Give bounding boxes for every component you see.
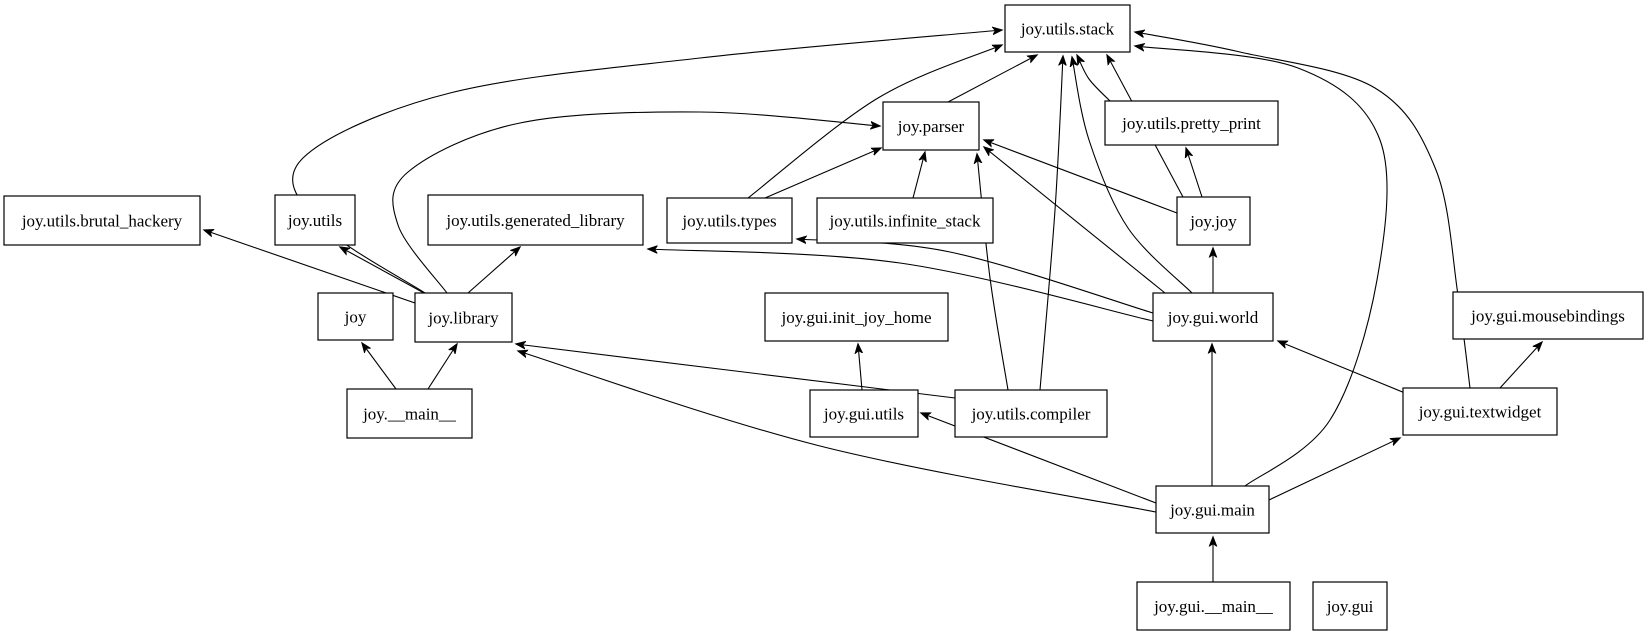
- node-label-joy-gui-world: joy.gui.world: [1167, 308, 1259, 327]
- node-label-joy-utils-brutal-hackery: joy.utils.brutal_hackery: [21, 212, 183, 231]
- edge-joy-main-to-joy-library: [427, 344, 457, 390]
- node-joy-gui-main: joy.gui.main: [1155, 485, 1270, 534]
- node-label-joy-gui-textwidget: joy.gui.textwidget: [1418, 403, 1542, 422]
- node-joy-parser: joy.parser: [882, 101, 980, 151]
- node-box-joy-utils-generated-library: [427, 194, 644, 246]
- edge-joy-library-to-joy-parser: [392, 111, 880, 294]
- node-label-joy-library: joy.library: [427, 309, 499, 328]
- edge-joy-gui-world-to-joy-utils-stack: [1072, 57, 1193, 294]
- node-joy-library: joy.library: [414, 292, 513, 343]
- node-label-joy-utils-types: joy.utils.types: [681, 212, 776, 231]
- edge-joy-gui-world-to-joy-utils-generated-library: [648, 249, 1154, 322]
- edge-joy-utils-types-to-joy-utils-stack: [747, 45, 1002, 199]
- node-joy-utils-stack: joy.utils.stack: [1004, 4, 1131, 53]
- edge-joy-library-to-joy-utils-generated-library: [467, 247, 520, 294]
- node-box-joy-utils-types: [666, 197, 793, 244]
- edge-joy-utils-types-to-joy-parser: [764, 148, 881, 199]
- node-label-joy-utils-compiler: joy.utils.compiler: [971, 405, 1091, 424]
- edge-joy-library-to-joy-utils: [340, 247, 425, 294]
- edge-joy-gui-world-to-joy-parser: [984, 147, 1166, 294]
- node-box-joy-gui-main-module: [1136, 581, 1291, 631]
- node-label-joy-gui-main-module: joy.gui.__main__: [1153, 597, 1273, 616]
- node-label-joy-utils-infinite-stack: joy.utils.infinite_stack: [829, 212, 981, 231]
- node-joy-joy: joy.joy: [1176, 196, 1251, 246]
- node-box-joy-utils-pretty-print: [1104, 100, 1279, 146]
- node-joy-gui-textwidget: joy.gui.textwidget: [1402, 387, 1558, 436]
- edge-joy-joy-to-joy-utils-pretty-print: [1186, 148, 1203, 198]
- edge-joy-gui-utils-to-joy-gui-init-joy-home: [858, 344, 862, 391]
- node-joy-gui-init-joy-home: joy.gui.init_joy_home: [764, 292, 949, 342]
- node-label-joy-gui-utils: joy.gui.utils: [823, 405, 904, 424]
- node-box-joy-gui-mousebindings: [1452, 291, 1644, 340]
- node-joy-utils-compiler: joy.utils.compiler: [954, 389, 1108, 438]
- edge-joy-utils-compiler-to-joy-utils-stack: [1039, 56, 1063, 391]
- node-label-joy-utils-stack: joy.utils.stack: [1020, 20, 1115, 39]
- node-box-joy-utils-infinite-stack: [816, 197, 994, 244]
- edge-joy-utils-compiler-to-joy-parser: [977, 154, 1009, 391]
- edge-joy-gui-main-to-joy-gui-textwidget: [1268, 438, 1400, 501]
- edge-joy-joy-to-joy-parser: [984, 140, 1178, 214]
- node-box-joy-gui-init-joy-home: [764, 292, 949, 342]
- node-box-joy-main: [346, 388, 473, 439]
- node-joy-gui-main-module: joy.gui.__main__: [1136, 581, 1291, 631]
- node-box-joy-gui: [1312, 581, 1388, 631]
- node-joy-gui-world: joy.gui.world: [1152, 292, 1274, 342]
- node-label-joy-parser: joy.parser: [897, 117, 965, 136]
- node-joy-utils-pretty-print: joy.utils.pretty_print: [1104, 100, 1279, 146]
- node-label-joy-utils: joy.utils: [287, 211, 342, 230]
- node-label-joy-main: joy.__main__: [362, 405, 456, 424]
- edge-joy-utils-infinite-stack-to-joy-parser: [912, 152, 925, 199]
- edge-joy-library-to-joy-utils-stack: [292, 30, 1002, 294]
- nodes-layer: joy.utils.stack joy.parser joy.utils.prett…: [3, 4, 1644, 631]
- node-box-joy-utils-stack: [1004, 4, 1131, 53]
- node-label-joy-utils-generated-library: joy.utils.generated_library: [445, 211, 625, 230]
- node-joy-utils: joy.utils: [274, 194, 356, 246]
- node-box-joy: [317, 292, 394, 341]
- node-label-joy-utils-pretty-print: joy.utils.pretty_print: [1121, 114, 1261, 133]
- edge-joy-gui-textwidget-to-joy-gui-mousebindings: [1499, 342, 1542, 389]
- node-joy-gui-utils: joy.gui.utils: [809, 389, 919, 438]
- node-joy-main: joy.__main__: [346, 388, 473, 439]
- edge-joy-gui-main-to-joy-library: [518, 351, 1157, 513]
- edge-joy-utils-compiler-to-joy-library: [516, 344, 956, 399]
- node-label-joy-gui-init-joy-home: joy.gui.init_joy_home: [780, 308, 931, 327]
- node-joy-utils-brutal-hackery: joy.utils.brutal_hackery: [3, 195, 201, 246]
- edge-joy-library-to-joy-utils-brutal-hackery: [204, 230, 416, 304]
- edge-joy-utils-pretty-print-to-joy-utils-stack: [1077, 55, 1111, 102]
- node-box-joy-gui-world: [1152, 292, 1274, 342]
- node-joy-gui-mousebindings: joy.gui.mousebindings: [1452, 291, 1644, 340]
- edge-joy-gui-textwidget-to-joy-gui-world: [1278, 341, 1406, 394]
- node-label-joy-gui: joy.gui: [1326, 597, 1374, 616]
- node-box-joy-parser: [882, 101, 980, 151]
- edge-joy-main-to-joy: [362, 343, 397, 390]
- node-joy-gui: joy.gui: [1312, 581, 1388, 631]
- node-box-joy-library: [414, 292, 513, 343]
- node-box-joy-gui-textwidget: [1402, 387, 1558, 436]
- node-box-joy-utils: [274, 194, 356, 246]
- node-joy-utils-types: joy.utils.types: [666, 197, 793, 244]
- node-box-joy-joy: [1176, 196, 1251, 246]
- node-box-joy-utils-compiler: [954, 389, 1108, 438]
- edge-joy-gui-main-to-joy-utils-stack: [1135, 46, 1388, 487]
- node-joy-utils-infinite-stack: joy.utils.infinite_stack: [816, 197, 994, 244]
- edge-joy-parser-to-joy-utils-stack: [947, 55, 1037, 103]
- node-label-joy: joy: [344, 308, 367, 327]
- node-label-joy-joy: joy.joy: [1189, 212, 1237, 231]
- node-box-joy-utils-brutal-hackery: [3, 195, 201, 246]
- node-label-joy-gui-mousebindings: joy.gui.mousebindings: [1470, 307, 1625, 326]
- node-label-joy-gui-main: joy.gui.main: [1169, 501, 1255, 520]
- node-box-joy-gui-utils: [809, 389, 919, 438]
- node-joy: joy: [317, 292, 394, 341]
- node-joy-utils-generated-library: joy.utils.generated_library: [427, 194, 644, 246]
- node-box-joy-gui-main: [1155, 485, 1270, 534]
